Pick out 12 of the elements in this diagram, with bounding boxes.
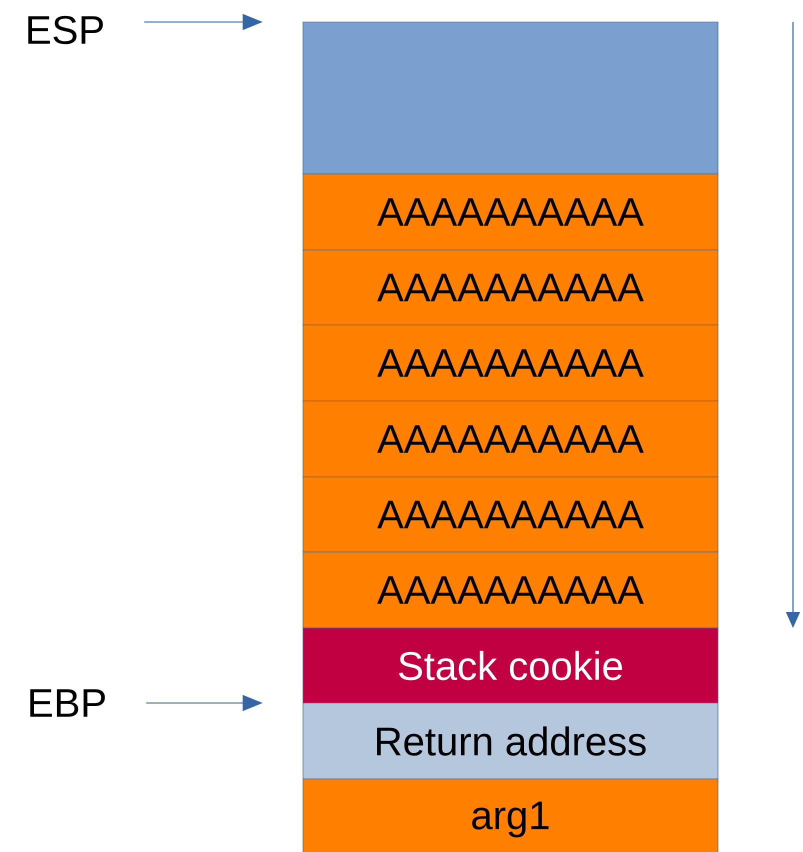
stack-slot: arg1 (302, 778, 718, 852)
register-label: ESP (28, 16, 103, 44)
stack-slot: AAAAAAAAAA (302, 324, 718, 402)
stack-slot: AAAAAAAAAA (302, 250, 718, 326)
stack-slot: AAAAAAAAAA (302, 400, 718, 478)
stack-slot: Stack cookie (302, 628, 718, 704)
stack-slot: AAAAAAAAAA (302, 174, 718, 250)
register-label: EBP (30, 689, 105, 717)
stack-slot: AAAAAAAAAA (302, 552, 718, 628)
stack-frame-box (302, 22, 718, 174)
stack-slot: Return address (302, 702, 718, 780)
stack-slot: AAAAAAAAAA (302, 476, 718, 552)
